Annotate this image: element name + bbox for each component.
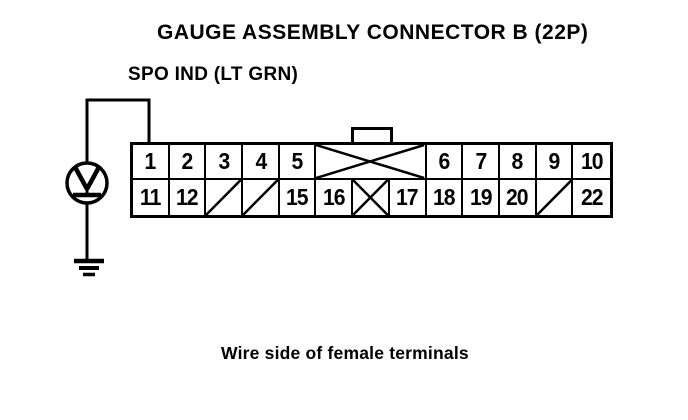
crossed-out-slash-icon: [243, 180, 278, 215]
wire-pin1-to-voltmeter: [85, 98, 151, 163]
pin-number: 20: [506, 184, 529, 210]
pin-number: 10: [580, 148, 604, 174]
wire-signal-label: SPO IND (LT GRN): [128, 64, 299, 85]
pin-cell-8: 8: [499, 145, 537, 180]
pin-cell-16: 16: [316, 180, 354, 215]
pin-cell-1: 1: [133, 145, 170, 180]
pin-cell-20: 20: [500, 180, 537, 215]
pin-cell-18: 18: [427, 180, 464, 215]
pin-cell-4: 4: [243, 145, 280, 180]
pin-cell-9: 9: [536, 145, 574, 180]
pin-cell-10: 10: [573, 145, 610, 180]
blocked-cell-x: [353, 180, 390, 215]
pin-cell-17: 17: [390, 180, 427, 215]
pin-cell-5: 5: [279, 145, 317, 180]
voltmeter-icon: [65, 161, 109, 205]
blocked-cell-slash: [537, 180, 574, 215]
pin-number: 2: [181, 148, 194, 174]
pin-number: 7: [475, 148, 487, 174]
crossed-out-slash-icon: [206, 180, 241, 215]
pin-number: 12: [176, 184, 199, 210]
pin-number: 11: [140, 184, 161, 210]
pin-number: 16: [322, 184, 346, 210]
pin-number: 17: [396, 184, 419, 210]
wire-side-caption: Wire side of female terminals: [221, 343, 469, 363]
connector-title: GAUGE ASSEMBLY CONNECTOR B (22P): [157, 21, 589, 44]
pin-cell-2: 2: [169, 145, 207, 180]
pin-number: 5: [291, 148, 304, 174]
crossed-out-x-icon: [316, 145, 424, 178]
ground-icon: [74, 258, 104, 277]
connector-keyway-tab: [351, 127, 393, 146]
pin-cell-15: 15: [280, 180, 317, 215]
pin-number: 8: [511, 148, 524, 174]
crossed-out-x-icon: [353, 180, 388, 215]
pin-cell-12: 12: [170, 180, 207, 215]
blocked-cell-slash: [243, 180, 280, 215]
pin-cell-22: 22: [573, 180, 610, 215]
pin-number: 15: [286, 184, 309, 210]
pin-number: 4: [254, 148, 267, 174]
blocked-cell-slash: [206, 180, 244, 215]
pin-number: 9: [548, 148, 561, 174]
pin-number: 22: [580, 184, 604, 210]
pin-cell-6: 6: [426, 145, 464, 180]
blocked-cell-x: [316, 145, 427, 180]
pin-number: 1: [144, 148, 157, 174]
pin-number: 18: [433, 184, 456, 210]
pin-cell-11: 11: [133, 180, 170, 215]
pin-cell-7: 7: [463, 145, 500, 180]
pin-number: 3: [218, 148, 230, 174]
pin-number: 6: [438, 148, 450, 174]
pin-cell-19: 19: [463, 180, 500, 215]
pin-cell-3: 3: [206, 145, 244, 180]
pin-number: 19: [469, 184, 493, 210]
crossed-out-slash-icon: [537, 180, 572, 215]
